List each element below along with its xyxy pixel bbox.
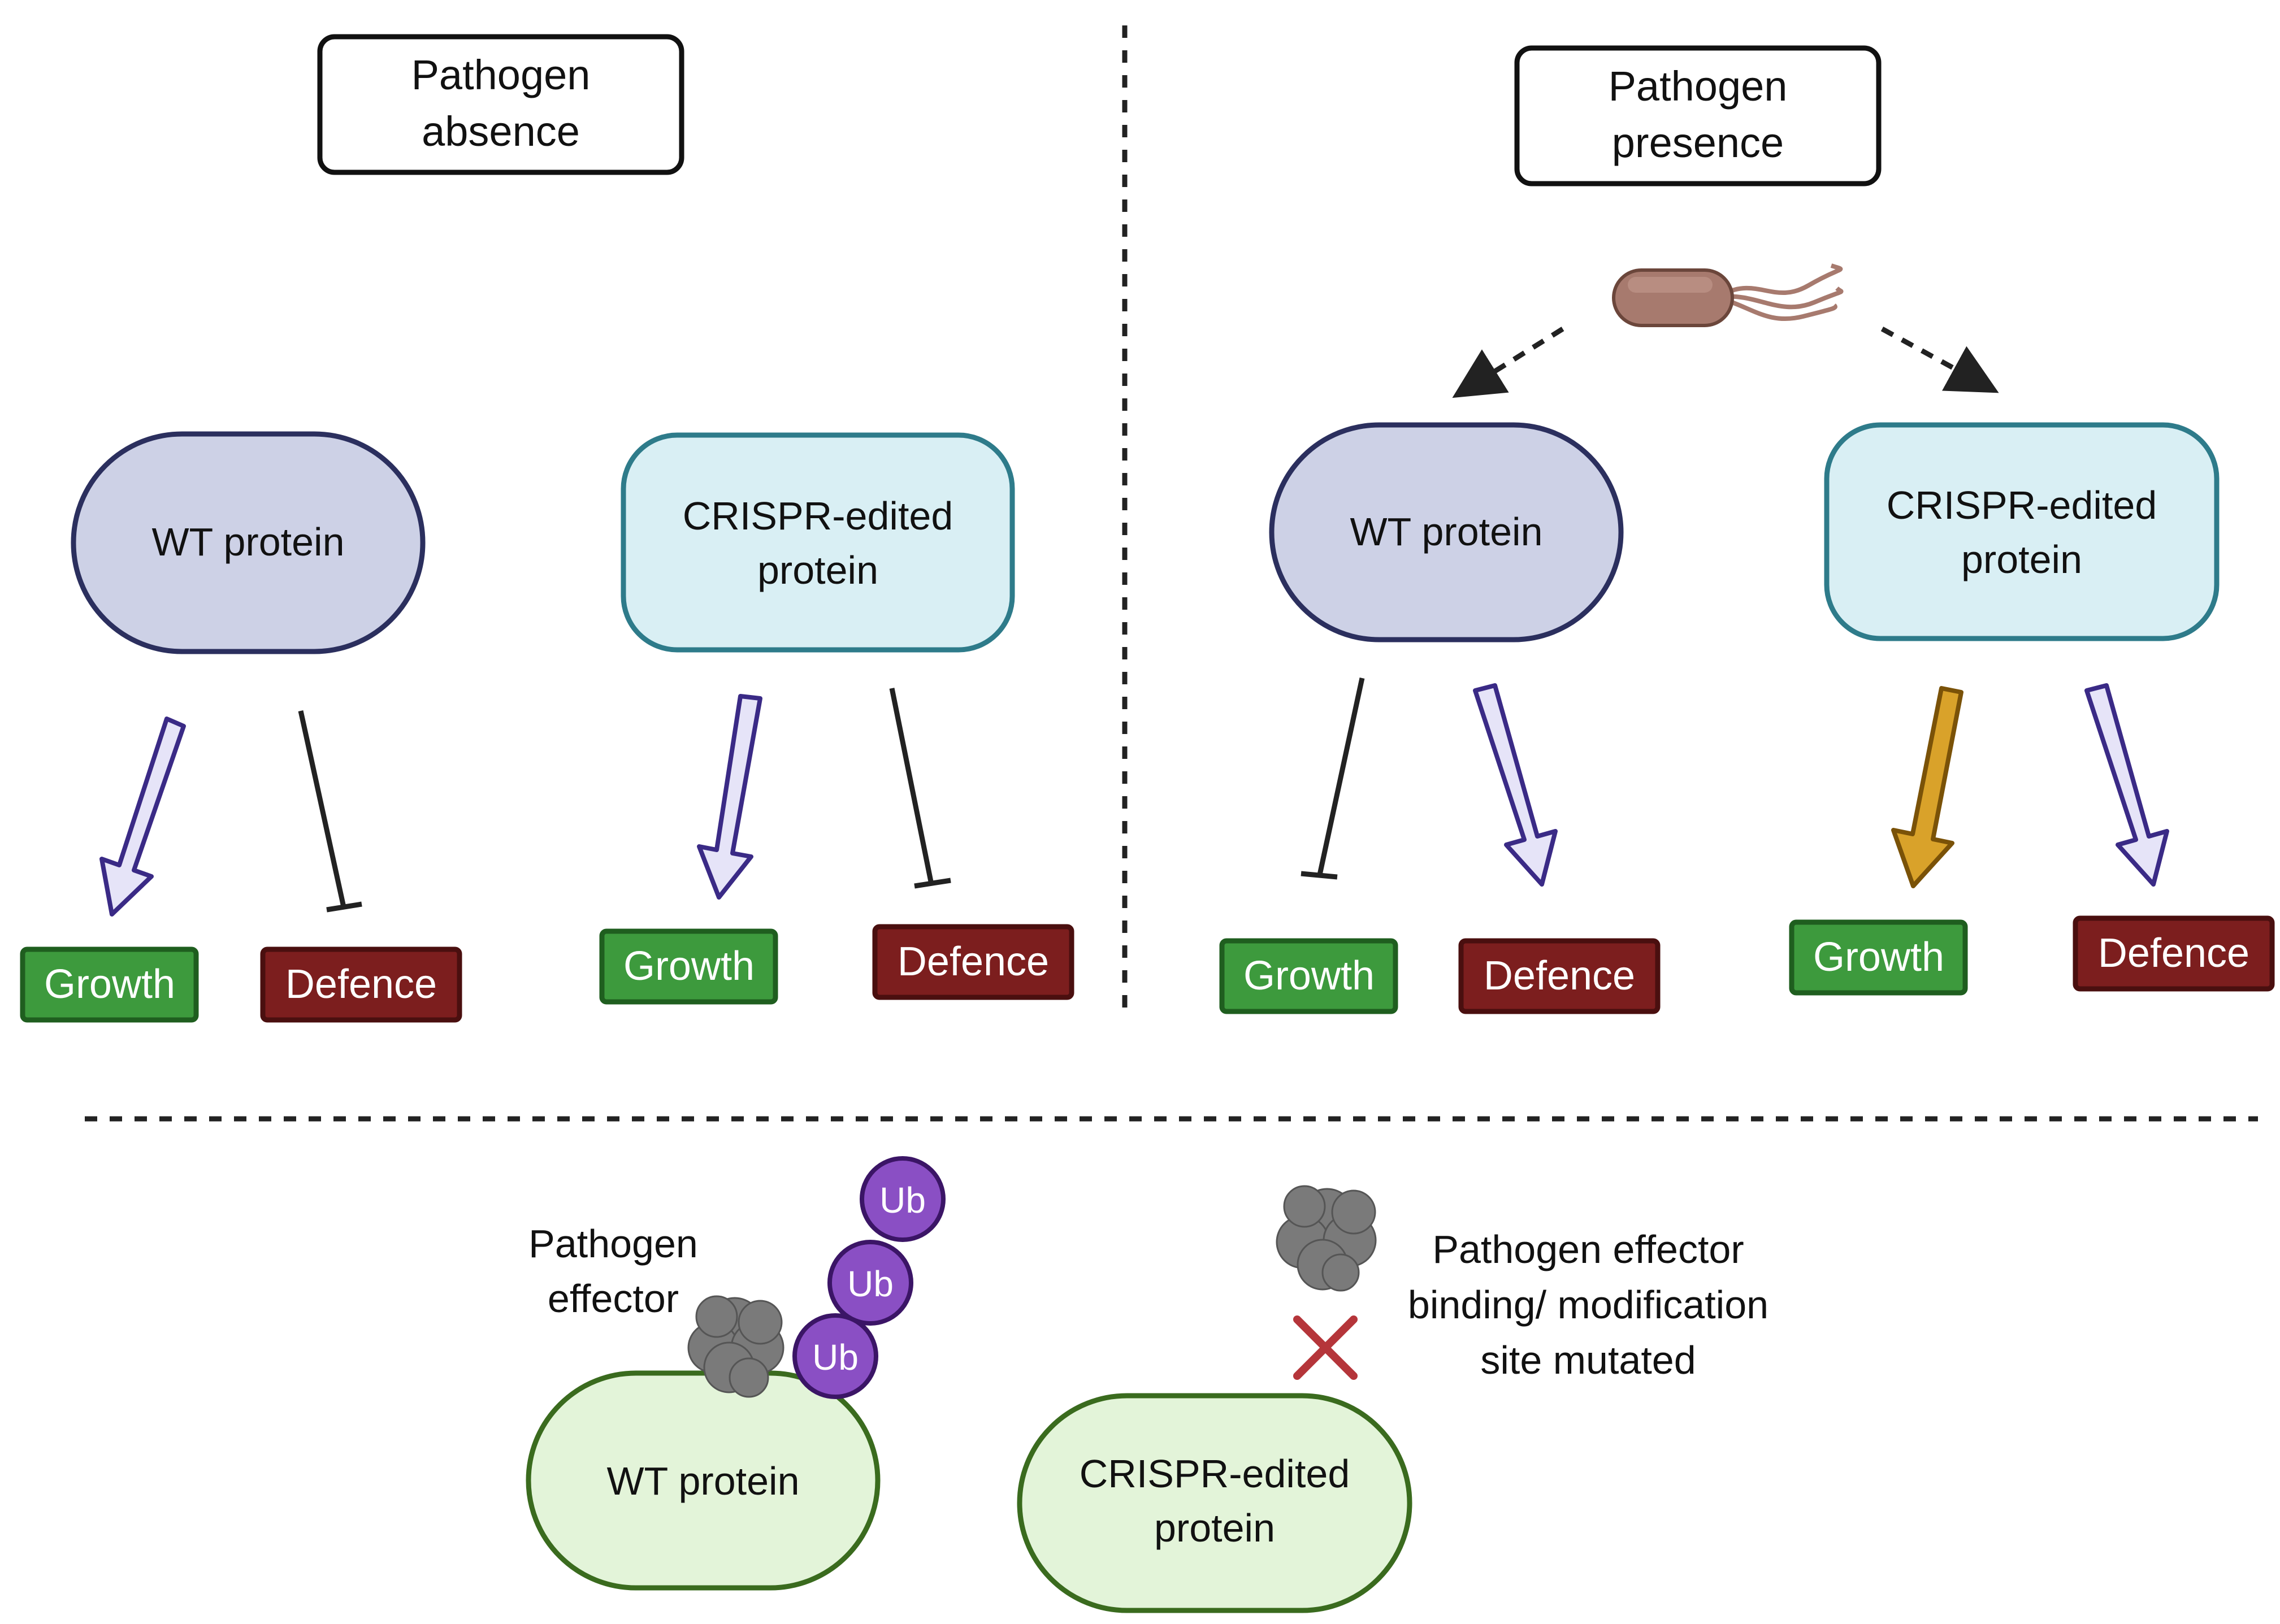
presence-title-line1: Pathogen [1609, 63, 1788, 110]
bottom-wt-protein: WT protein [526, 1370, 881, 1591]
absence-wt-growth-label: Growth [44, 962, 175, 1007]
presence-crispr-label-line1: CRISPR-edited [1887, 483, 2157, 527]
presence-wt-growth-label: Growth [1243, 953, 1375, 998]
presence-wt-inhibit-growth [1301, 678, 1365, 880]
presence-crispr-growth-label: Growth [1813, 935, 1944, 980]
presence-wt-protein: WT protein [1269, 422, 1624, 642]
mutation-note-line1: Pathogen effector [1432, 1227, 1744, 1271]
effector-label-line2: effector [548, 1276, 679, 1321]
presence-crispr-defence-label: Defence [2098, 931, 2249, 976]
ubiquitin-3: Ub [860, 1156, 946, 1242]
ubiquitin-3-label: Ub [879, 1180, 926, 1221]
absence-crispr-protein: CRISPR-edited protein [621, 432, 1015, 653]
absence-crispr-growth-label: Growth [623, 944, 755, 989]
absence-crispr-label-line2: protein [757, 548, 878, 592]
absence-crispr-defence-box: Defence [872, 924, 1074, 1000]
absence-title-line2: absence [422, 108, 580, 155]
cross-icon [1293, 1315, 1358, 1380]
pathogen-effector-icon-bound [687, 1295, 784, 1398]
ubiquitin-2-label: Ub [847, 1263, 894, 1304]
absence-crispr-defence-label: Defence [898, 939, 1049, 984]
bottom-crispr-label-line1: CRISPR-edited [1080, 1452, 1350, 1496]
presence-crispr-promote-defence-arrow [2084, 683, 2169, 887]
mutation-note-line3: site mutated [1480, 1338, 1696, 1382]
absence-wt-defence-label: Defence [285, 962, 437, 1007]
presence-crispr-label-line2: protein [1961, 537, 2082, 581]
presence-title-line2: presence [1612, 119, 1784, 166]
bottom-wt-protein-label: WT protein [606, 1459, 799, 1503]
absence-wt-promote-growth-arrow [99, 717, 186, 917]
bacterium-icon [1612, 263, 1844, 327]
absence-title-line1: Pathogen [411, 51, 591, 98]
presence-wt-promote-defence-arrow [1473, 683, 1558, 887]
presence-crispr-growth-box: Growth [1789, 919, 1968, 996]
absence-crispr-label-line1: CRISPR-edited [683, 494, 953, 538]
bottom-crispr-protein: CRISPR-edited protein [1017, 1393, 1412, 1613]
presence-wt-protein-label: WT protein [1350, 510, 1542, 554]
dashed-arrow-to-wt [1452, 327, 1564, 398]
absence-wt-growth-box: Growth [20, 946, 199, 1023]
absence-crispr-inhibit-defence [889, 688, 951, 889]
presence-title-box: Pathogen presence [1514, 45, 1882, 186]
presence-crispr-defence-box: Defence [2073, 915, 2275, 992]
absence-title-box: Pathogen absence [317, 34, 684, 175]
presence-crispr-protein: CRISPR-edited protein [1824, 422, 2220, 641]
absence-crispr-promote-growth-arrow [697, 694, 762, 900]
ubiquitin-1-label: Ub [812, 1337, 859, 1378]
absence-wt-inhibit-defence [298, 710, 362, 913]
effector-label-line1: Pathogen [528, 1222, 698, 1266]
ubiquitin-2: Ub [827, 1240, 913, 1326]
ubiquitin-1: Ub [792, 1313, 878, 1399]
absence-wt-defence-box: Defence [260, 946, 462, 1023]
absence-crispr-growth-box: Growth [599, 928, 778, 1005]
presence-wt-defence-box: Defence [1458, 938, 1661, 1014]
presence-wt-defence-label: Defence [1484, 953, 1635, 998]
absence-wt-protein-label: WT protein [151, 520, 344, 564]
dashed-arrow-to-crispr [1880, 327, 1999, 393]
bottom-crispr-label-line2: protein [1154, 1506, 1275, 1550]
pathogen-effector-icon-unbound [1276, 1185, 1377, 1292]
presence-crispr-promote-growth-arrow [1891, 686, 1963, 888]
presence-wt-growth-box: Growth [1219, 938, 1398, 1014]
absence-wt-protein: WT protein [71, 431, 426, 654]
mutation-note-line2: binding/ modification [1408, 1283, 1768, 1327]
